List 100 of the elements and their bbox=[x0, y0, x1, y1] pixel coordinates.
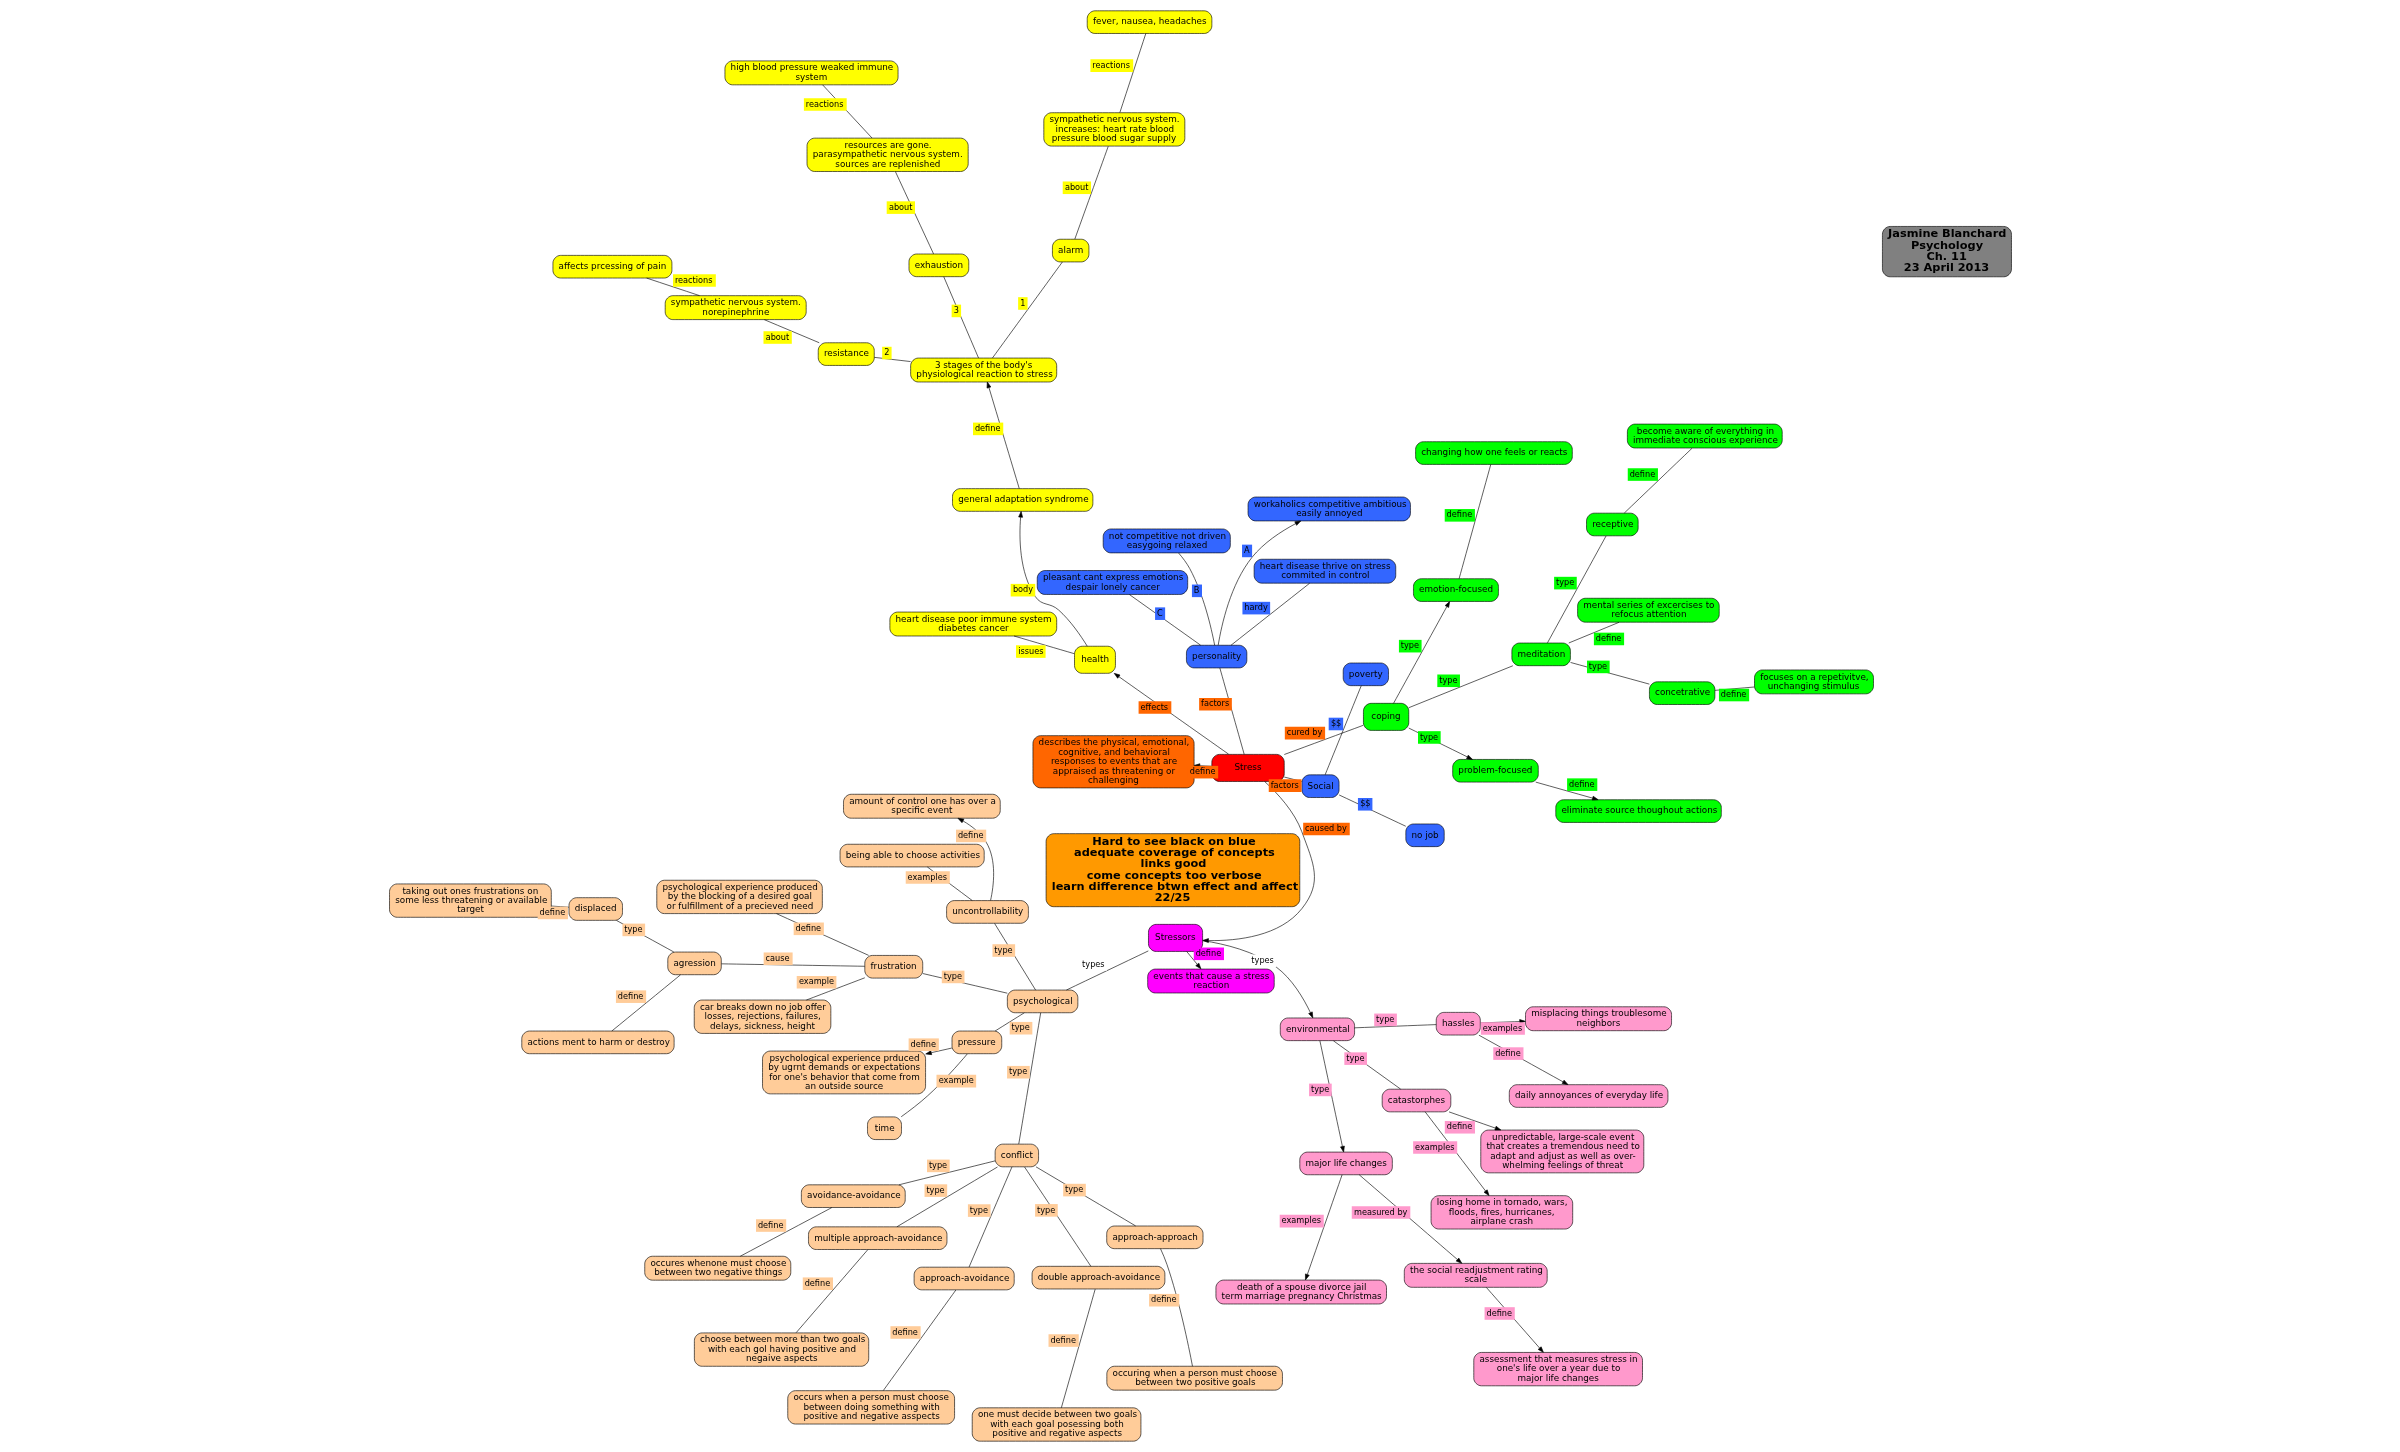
connector bbox=[1324, 685, 1362, 776]
edge-label: type bbox=[1375, 1014, 1394, 1024]
connector bbox=[1060, 1288, 1095, 1409]
edge-label: 3 bbox=[953, 305, 959, 316]
arrow bbox=[1193, 763, 1212, 768]
edge-label: cured by bbox=[1286, 727, 1322, 738]
edge-label: $$ bbox=[1359, 798, 1371, 809]
edge-label: type bbox=[925, 1184, 945, 1195]
edge-label: define bbox=[795, 922, 821, 933]
node-box: hassles bbox=[1435, 1012, 1481, 1036]
node-box: events that cause a stress reaction bbox=[1146, 968, 1275, 994]
connector bbox=[1065, 950, 1149, 991]
connector bbox=[805, 977, 865, 1001]
node-box: no job bbox=[1405, 823, 1445, 847]
node-box: choose between more than two goals with each gol having positive and negaive aspects bbox=[693, 1332, 869, 1367]
edge-label: define bbox=[1150, 1294, 1177, 1305]
edge-label: examples bbox=[1281, 1215, 1321, 1226]
node-box: unpredictable, large-scale event that creates a tremendous need to adapt and adjust as well as over-whelming feelings of threat bbox=[1479, 1129, 1644, 1174]
arrow bbox=[1392, 601, 1450, 704]
arrow bbox=[1407, 727, 1473, 760]
edge-label: define bbox=[1595, 633, 1621, 644]
edge-label: type bbox=[993, 944, 1013, 955]
edge-label: reactions bbox=[805, 98, 843, 109]
node-box: eliminate source thoughout actions bbox=[1554, 799, 1722, 823]
node-box: psychological experience produced by the blocking of a desired goal or fulfillment of a precieved need bbox=[655, 879, 823, 914]
edge-label: type bbox=[1419, 731, 1438, 742]
edge-label: hardy bbox=[1243, 602, 1268, 613]
node-box: 3 stages of the body's physiological reaction to stress bbox=[909, 357, 1057, 383]
edge-label: define bbox=[957, 830, 983, 841]
node-box: emotion-focused bbox=[1412, 578, 1499, 602]
connector bbox=[795, 1249, 868, 1334]
arrow bbox=[1319, 1040, 1345, 1153]
node-box: general adaptation syndrome bbox=[951, 488, 1093, 512]
edge-label: define bbox=[1189, 766, 1215, 777]
edge-label: type bbox=[1345, 1052, 1364, 1063]
edge-label: about bbox=[1064, 181, 1088, 192]
edge-label: define bbox=[1494, 1047, 1521, 1058]
edge-label: define bbox=[757, 1219, 783, 1230]
node-box: amount of control one has over a specific event bbox=[842, 793, 1001, 819]
arrow bbox=[1202, 940, 1313, 1019]
node-box: frustration bbox=[864, 955, 923, 979]
edge-label: define bbox=[1485, 1307, 1512, 1318]
arrow bbox=[986, 381, 1020, 489]
arrow bbox=[1534, 781, 1598, 801]
node-box: become aware of everything in immediate conscious experience bbox=[1626, 423, 1783, 449]
node-box: meditation bbox=[1511, 642, 1571, 666]
edge-label: effects bbox=[1139, 701, 1168, 712]
edge-label: type bbox=[1438, 674, 1457, 685]
node-box: actions ment to harm or destroy bbox=[520, 1030, 674, 1054]
node-box: Hard to see black on blue adequate coverage of concepts links good come concepts too verbose learn difference btwn effect and affect 22/25 bbox=[1045, 833, 1300, 907]
edge-label: A bbox=[1243, 545, 1250, 556]
node-box: psychological bbox=[1006, 989, 1078, 1014]
connector bbox=[1013, 635, 1075, 655]
edge-label: type bbox=[928, 1160, 947, 1171]
connector bbox=[775, 913, 869, 956]
node-box: losing home in tornado, wars, floods, fires, hurricanes, airplane crash bbox=[1430, 1195, 1573, 1230]
node-box: sympathetic nervous system. increases: heart rate blood pressure blood sugar supply bbox=[1043, 112, 1185, 147]
node-box: conflict bbox=[994, 1143, 1039, 1168]
edge-label: about bbox=[888, 201, 912, 212]
edge-label: examples bbox=[907, 871, 947, 882]
node-box: psychological experience prduced by ugrnt demands or expectations for one's behavior that come from an outside source bbox=[761, 1050, 926, 1095]
node-box: focuses on a repetivitve, unchanging stimulus bbox=[1753, 669, 1874, 695]
node-box: sympathetic nervous system. norepinephrine bbox=[664, 295, 806, 320]
edge-label: define bbox=[1195, 947, 1221, 958]
edge-label: type bbox=[969, 1204, 988, 1215]
node-box: being able to choose activities bbox=[839, 843, 984, 868]
node-box: receptive bbox=[1585, 512, 1638, 537]
node-box: displaced bbox=[568, 897, 623, 921]
node-box: one must decide between two goals with each goal posessing both positive and regative aspects bbox=[971, 1407, 1141, 1442]
connector bbox=[1567, 621, 1619, 644]
node-box: mental series of excercises to refocus attention bbox=[1576, 597, 1720, 623]
edge-label: type bbox=[1036, 1204, 1055, 1215]
edge-label: type bbox=[1008, 1066, 1027, 1077]
node-box: Jasmine Blanchard Psychology Ch. 11 23 April 2013 bbox=[1881, 226, 2012, 278]
edge-label: examples bbox=[1482, 1022, 1522, 1033]
node-box: misplacing things troublesome neighbors bbox=[1524, 1006, 1672, 1031]
edge-label: define bbox=[1446, 509, 1472, 520]
edge-label: reactions bbox=[1091, 59, 1130, 70]
edge-label: caused by bbox=[1304, 823, 1347, 834]
node-box: uncontrollability bbox=[945, 900, 1029, 924]
node-box: car breaks down no job offer losses, rejections, failures, delays, sickness, height bbox=[693, 999, 831, 1034]
node-box: avoidance-avoidance bbox=[800, 1184, 906, 1208]
node-box: environmental bbox=[1279, 1017, 1355, 1041]
node-box: concetrative bbox=[1648, 681, 1715, 705]
node-box: catastorphes bbox=[1381, 1088, 1451, 1113]
edge-label: define bbox=[1720, 689, 1746, 700]
arrow bbox=[1113, 673, 1229, 755]
node-box: resistance bbox=[817, 342, 875, 366]
node-box: assessment that measures stress in one's life over a year due to major life changes bbox=[1472, 1352, 1643, 1387]
arrow bbox=[1448, 1111, 1501, 1131]
edge-label: type bbox=[623, 924, 643, 935]
arrow bbox=[1185, 951, 1201, 970]
node-box: occuring when a person must choose between two positive goals bbox=[1106, 1365, 1283, 1391]
edge-label: type bbox=[1555, 577, 1574, 588]
edge-label: type bbox=[1588, 661, 1607, 672]
edge-label: define bbox=[1446, 1121, 1472, 1132]
edge-label: issues bbox=[1017, 645, 1043, 656]
edge-label: example bbox=[938, 1075, 974, 1086]
edge-label: type bbox=[1011, 1022, 1030, 1033]
node-box: resources are gone. parasympathetic nervous system. sources are replenished bbox=[806, 137, 968, 172]
